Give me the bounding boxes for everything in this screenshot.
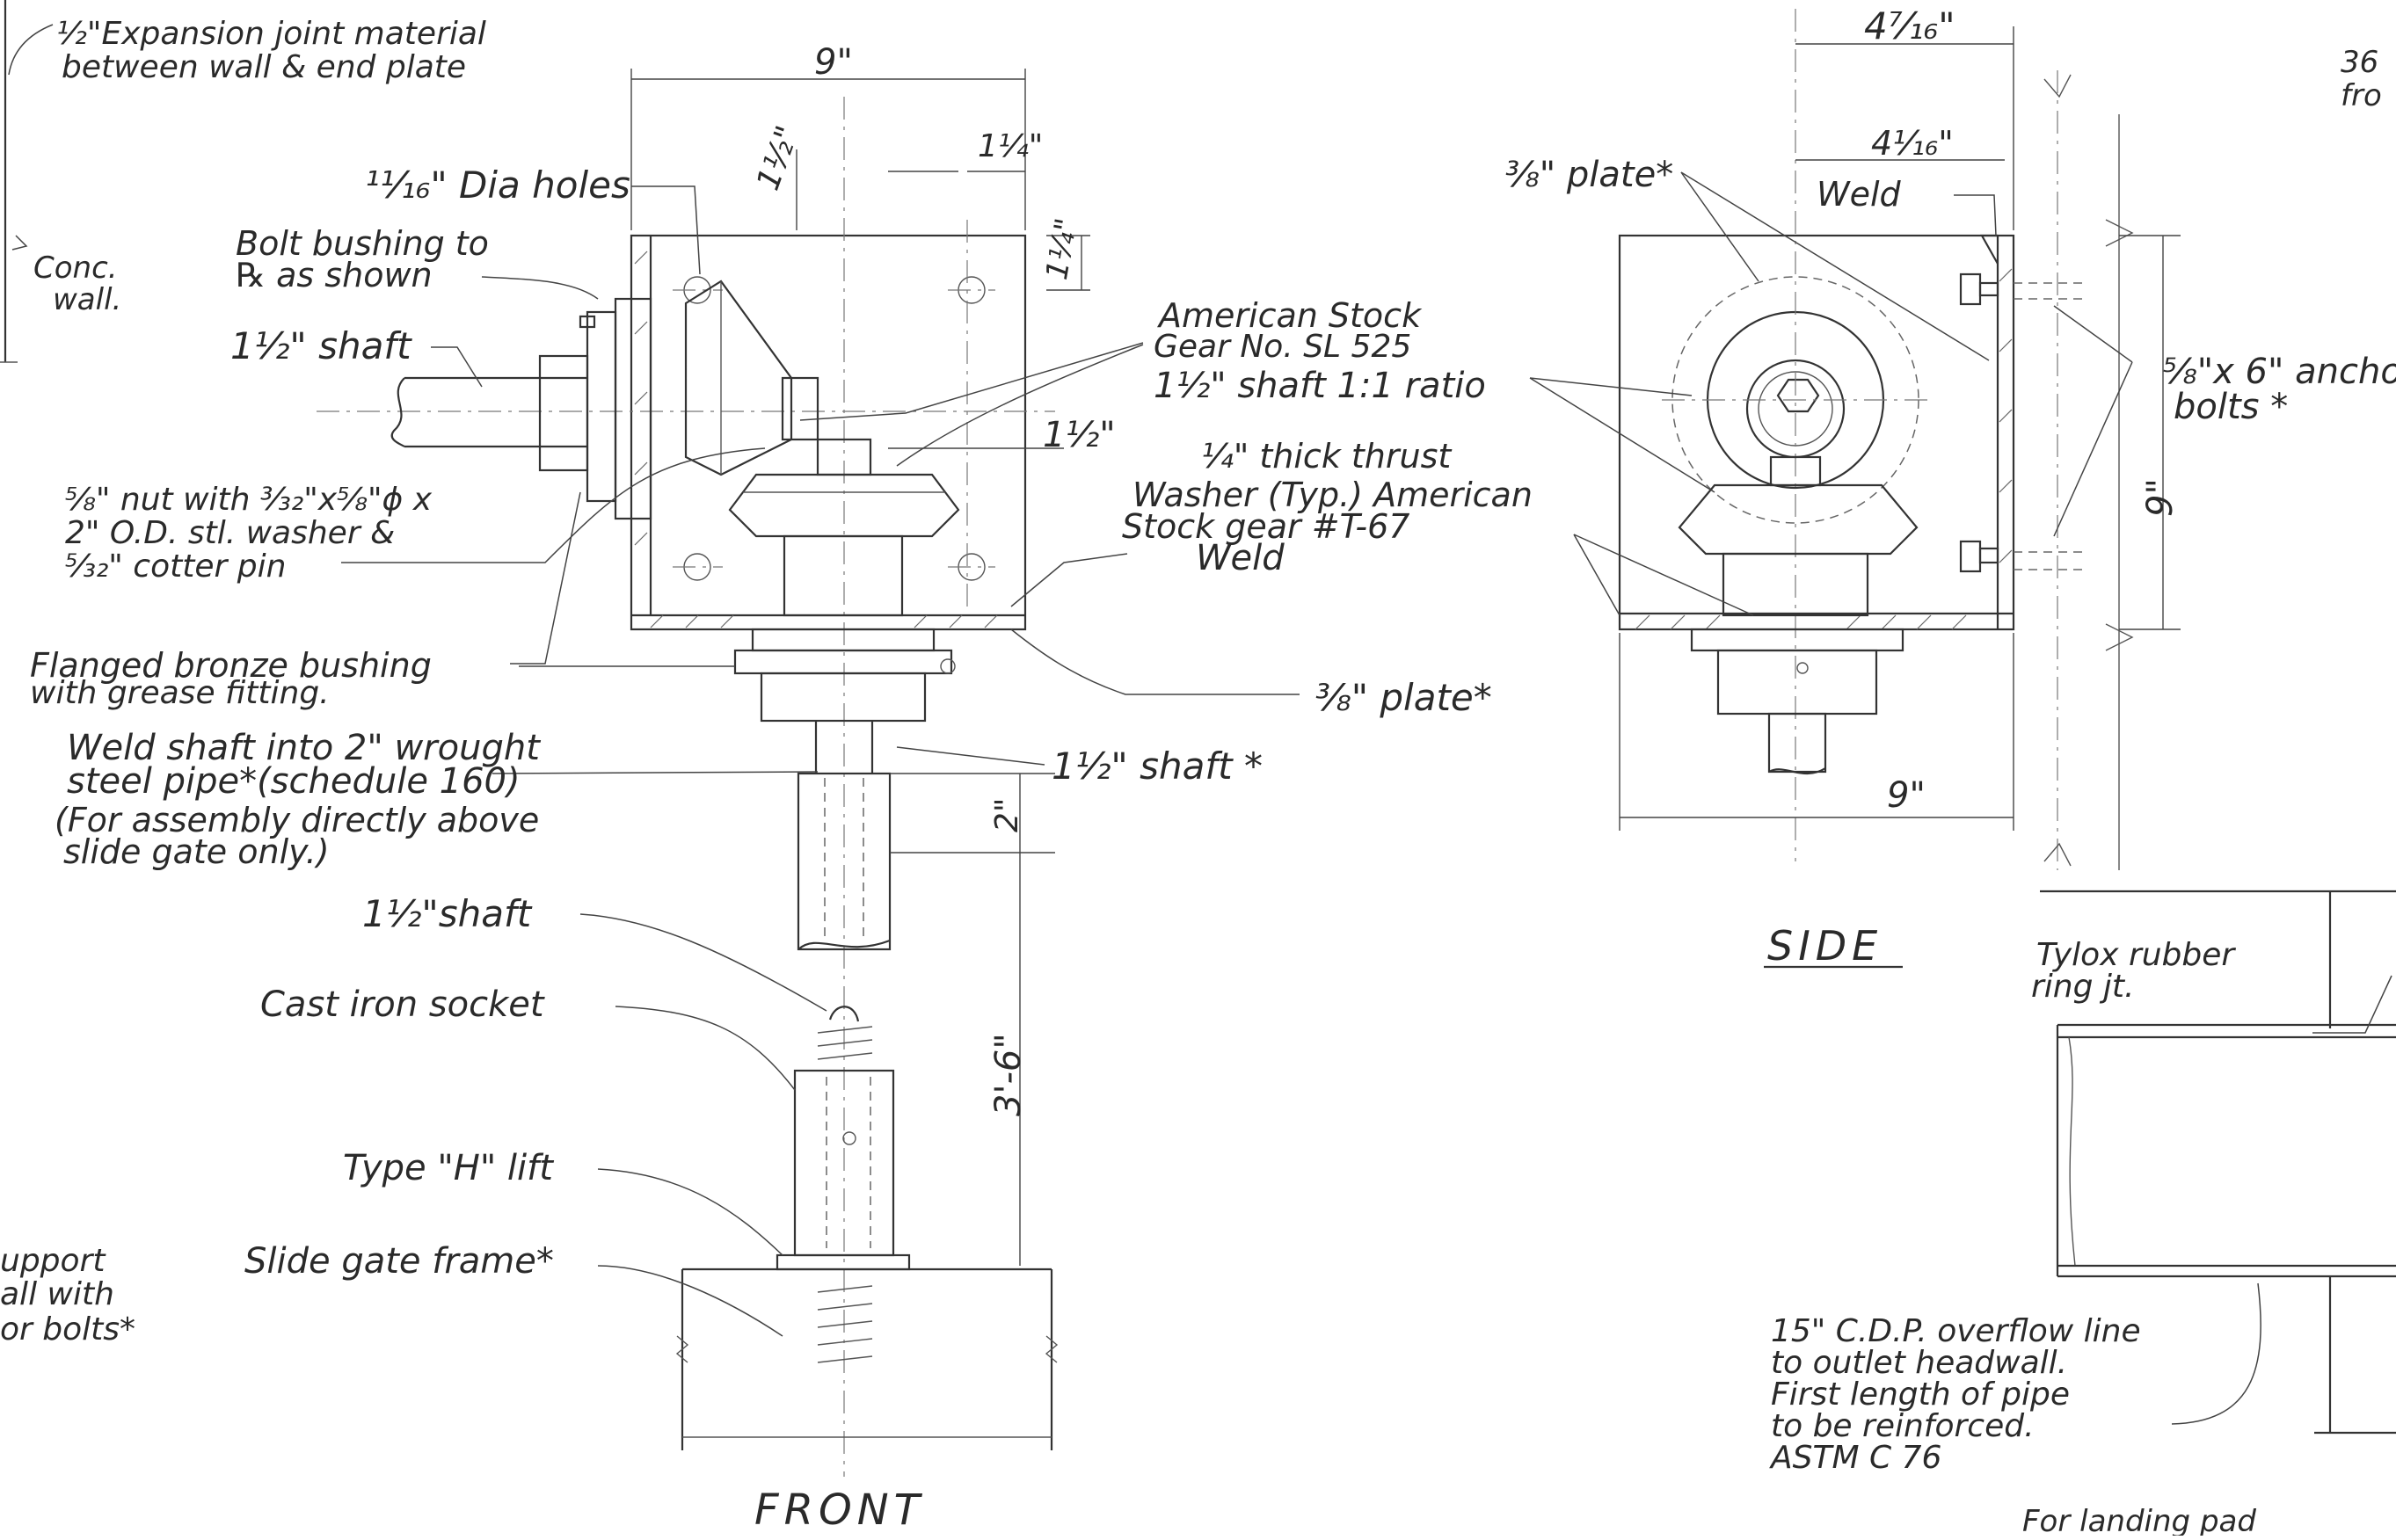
dim-front-quarter-right: 1¼" (1039, 215, 1085, 282)
dim-front-width: 9" (814, 42, 853, 83)
note-cdp-5: ASTM C 76 (1769, 1440, 1941, 1476)
side-plate-hatch (1635, 234, 2013, 630)
front-view (317, 69, 1300, 1477)
view-title-side: SIDE (1767, 922, 1883, 970)
note-thrust-1: ¼" thick thrust (1201, 437, 1453, 476)
note-type-h: Type "H" lift (343, 1148, 554, 1188)
note-american-gear-3: 1½" shaft 1:1 ratio (1154, 366, 1486, 406)
front-bevel-gear-horizontal (684, 280, 819, 476)
note-weld-shaft-1: Weld shaft into 2" wrought (67, 728, 541, 768)
note-weld-shaft-4: slide gate only.) (63, 832, 330, 871)
note-thrust-3: Stock gear #T-67 (1122, 507, 1409, 546)
front-leaders (341, 185, 1300, 1337)
note-nut-2: 2" O.D. stl. washer & (65, 515, 395, 551)
note-weld-shaft-2: steel pipe*(schedule 160) (67, 761, 521, 802)
side-box-outline (1618, 234, 2015, 631)
note-support-2: all with (0, 1276, 114, 1312)
pipe-detail (2040, 890, 2396, 1435)
front-bevel-gear-vertical (728, 438, 960, 617)
dim-front-3ft6: 3'-6" (988, 1033, 1029, 1116)
dim-side-top: 4⁷⁄₁₆" (1864, 4, 1955, 47)
front-dimensions (630, 69, 1090, 1266)
note-weld-side: Weld (1817, 175, 1902, 214)
note-shaft-top: 1½" shaft (230, 324, 412, 367)
note-conc-1: Conc. (33, 251, 118, 286)
side-leaders (1529, 171, 2133, 616)
note-support-1: upport (0, 1243, 106, 1279)
note-bottom-right: For landing pad (2022, 1504, 2256, 1536)
note-thrust-2: Washer (Typ.) American (1132, 476, 1533, 514)
text-labels: ½"Expansion joint material between wall … (0, 16, 2396, 1539)
note-tylox-1: Tylox rubber (2036, 937, 2236, 973)
dim-side-width: 9" (1887, 775, 1926, 816)
note-american-gear-1: American Stock (1156, 296, 1423, 335)
note-flanged-2: with grease fitting. (30, 675, 330, 711)
note-cast-iron: Cast iron socket (260, 984, 545, 1025)
note-tylox-2: ring jt. (2031, 969, 2134, 1005)
dim-front-quarter-top: 1¼" (978, 128, 1043, 164)
note-dia-holes: ¹¹⁄₁₆" Dia holes (365, 163, 630, 207)
front-vertical-shaft (797, 721, 892, 951)
concrete-wall-edge (0, 0, 54, 363)
dim-front-half-top: 1½" (750, 121, 806, 195)
note-cdp-1: 15" C.D.P. overflow line (1771, 1313, 2141, 1349)
note-expansion-1: ½"Expansion joint material (56, 16, 486, 52)
note-corner-1: 36 (2341, 45, 2378, 80)
dim-front-2in: 2" (989, 798, 1025, 832)
note-plate-side: ⅜" plate* (1505, 155, 1673, 195)
note-american-gear-2: Gear No. SL 525 (1154, 329, 1411, 365)
front-horizontal-shaft (390, 297, 652, 520)
front-slide-gate-frame (675, 1253, 1059, 1450)
side-dimensions (1619, 26, 2181, 831)
note-shaft-star: 1½" shaft * (1052, 745, 1263, 788)
note-plate-front: ⅜" plate* (1315, 676, 1492, 719)
front-bottom-plate-hatch (634, 251, 998, 628)
front-bolt-holes (673, 276, 995, 581)
note-cdp-2: to outlet headwall. (1771, 1345, 2067, 1381)
note-nut-1: ⅝" nut with ³⁄₃₂"x⅝"ɸ x (65, 482, 433, 518)
front-box-outline (630, 234, 1027, 631)
note-anchor-1: ⅝"x 6" ancho (2163, 352, 2396, 392)
note-weld-shaft-3: (For assembly directly above (55, 801, 539, 839)
note-anchor-2: bolts * (2174, 387, 2288, 427)
note-support-3: or bolts* (0, 1311, 135, 1348)
note-slide-gate: Slide gate frame* (244, 1241, 554, 1282)
side-wall-line (2043, 70, 2134, 870)
side-bevel-gear (1678, 455, 1919, 617)
side-bushing (1690, 628, 1904, 775)
note-bolt-bushing-1: Bolt bushing to (236, 224, 489, 263)
note-shaft-mid: 1½"shaft (362, 892, 533, 935)
note-weld-front: Weld (1196, 538, 1285, 578)
dim-side-height: 9" (2140, 478, 2181, 517)
side-anchor-bolts (1959, 272, 2084, 573)
note-expansion-2: between wall & end plate (62, 49, 466, 85)
dimension-labels: 9" 1¼" 1½" 1¼" 1½" 2" 3'-6" 4⁷⁄₁₆" 4¹⁄₁₆… (750, 4, 2181, 1116)
dim-front-half-right: 1½" (1043, 415, 1116, 455)
note-bolt-bushing-2: ℞ as shown (236, 256, 433, 294)
note-nut-3: ⁵⁄₃₂" cotter pin (65, 548, 286, 585)
note-flanged-1: Flanged bronze bushing (30, 646, 432, 685)
front-flanged-bushing (733, 628, 956, 723)
note-conc-2: wall. (53, 282, 121, 317)
view-title-front: FRONT (754, 1486, 925, 1535)
dim-side-top2: 4¹⁄₁₆" (1871, 124, 1954, 163)
note-cdp-4: to be reinforced. (1771, 1408, 2035, 1444)
note-cdp-3: First length of pipe (1771, 1377, 2070, 1413)
side-view (1529, 9, 2181, 969)
note-corner-2: fro (2341, 78, 2382, 113)
